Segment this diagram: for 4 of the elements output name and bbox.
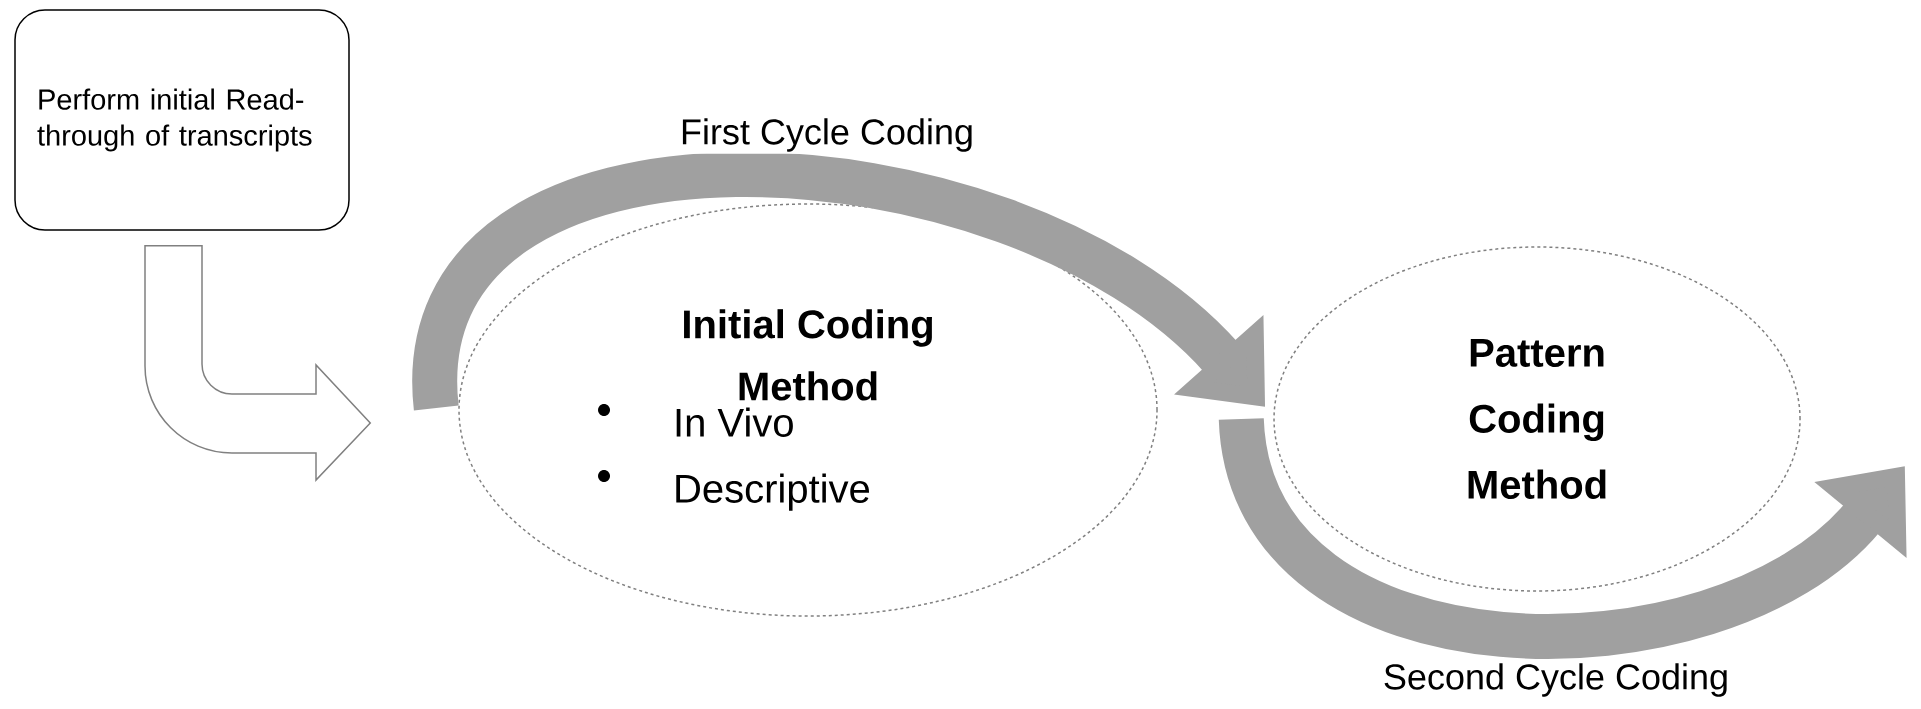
bent-arrow — [144, 245, 371, 481]
rounded-box: Perform initial Read-through of transcripts — [14, 9, 350, 231]
edge-label: Second Cycle Coding — [1380, 661, 1732, 699]
edge-label: First Cycle Coding — [677, 116, 977, 154]
